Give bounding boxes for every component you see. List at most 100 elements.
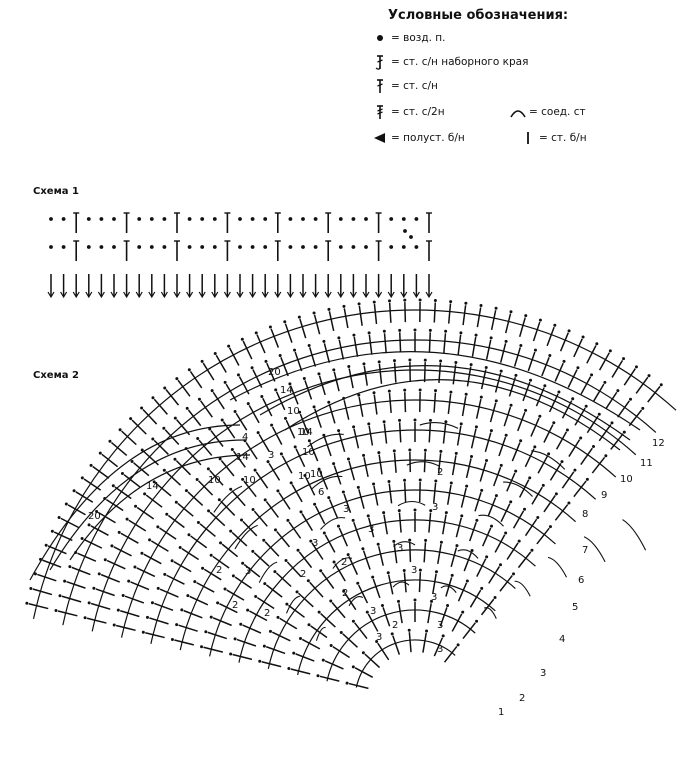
scheme1-chain [403,229,407,233]
scheme2-stitch-top [446,603,450,607]
scheme2-stitch [61,595,82,603]
scheme2-outer-arc [259,365,631,441]
scheme2-stitch-top [145,615,149,619]
scheme2-stitch-top [377,451,381,455]
scheme1-chain [112,217,116,221]
scheme1-arrow [375,291,383,299]
scheme2-stitch-top [408,448,412,452]
scheme2-stitch [111,441,128,457]
scheme2-stitch [554,362,564,382]
scheme2-stitch [422,632,427,653]
scheme2-join-arc [234,524,258,550]
scheme2-row-arc [32,309,677,620]
scheme2-row-arc [91,369,637,632]
scheme2-stitch-top [398,418,402,422]
scheme1-chain [288,245,293,249]
scheme2-stitch [475,398,482,419]
scheme2-stitch-top [262,644,266,648]
scheme2-stitch [338,432,346,452]
scheme2-stitch-top [321,658,325,662]
scheme2-stitch [121,430,137,446]
scheme2-stitch-top [548,525,552,529]
scheme2-stitch [460,487,467,508]
scheme2-stitch-top [346,457,350,461]
scheme2-row-number: 2 [519,693,525,704]
scheme2-stitch [481,527,492,547]
scheme2-stitch-top [80,476,84,480]
scheme2-join-arc [514,580,531,597]
legend-text-tr: = ст. с/2н [391,106,445,118]
scheme2-stitch-top [538,318,542,322]
scheme2-stitch-top [80,537,84,541]
scheme2-stitch-top [240,518,244,522]
scheme2-stitch-top [97,572,101,576]
scheme2-stitch [354,667,374,678]
scheme2-stitch-top [444,511,448,515]
scheme2-stitch-top [307,343,311,347]
scheme2-stitch [275,572,292,588]
scheme2-stitch [580,447,593,465]
scheme2-stitch-top [552,421,556,425]
scheme2-stitch [203,646,224,653]
scheme2-stitch [530,417,540,437]
scheme2-stitch [209,469,224,486]
scheme2-stitch [433,302,437,323]
scheme2-stitch [471,336,477,357]
scheme2-stitch [513,347,522,367]
scheme2-stitch [236,638,257,647]
scheme1-arrow [47,291,55,299]
scheme2-stitch [474,492,482,512]
scheme2-stitch-top [327,400,331,404]
scheme2-stitch-top [434,570,438,574]
scheme2-stitch-top [480,488,484,492]
scheme2-stitch-top [413,328,417,332]
scheme1-arrow [261,291,269,299]
scheme1-chain [409,235,413,239]
scheme2-stitch [368,425,374,446]
scheme1-chain [187,245,192,249]
scheme2-stitch-top [433,299,437,303]
scheme2-stitch [433,637,444,657]
scheme2-stitch-top [375,639,379,643]
scheme2-stitch-top [464,301,468,305]
scheme2-stitch-top [302,377,306,381]
scheme2-stitch-top [68,565,72,569]
scheme2-stitch-top [450,573,454,577]
scheme2-inner-number: 2 [300,569,306,580]
scheme2-stitch [285,419,296,439]
scheme2-stitch [75,491,94,503]
scheme2-stitch [324,534,336,553]
scheme2-stitch-top [418,568,422,572]
scheme2-row-number: 10 [620,474,633,485]
scheme2-stitch [187,491,204,506]
scheme2-stitch-top [329,599,333,603]
scheme2-stitch [466,366,472,387]
scheme1-chain [414,245,419,249]
scheme2-stitch [617,400,630,418]
scheme2-row-number: 3 [540,668,546,679]
scheme2-stitch-top [112,623,116,627]
scheme1-arrow [400,291,408,299]
scheme2-stitch [242,520,258,537]
scheme1-chain [200,245,205,249]
scheme2-stitch [331,602,346,619]
scheme2-stitch-top [284,558,288,562]
scheme1-chain [313,245,318,249]
scheme2-join-arc [406,461,440,467]
scheme2-stitch-top [499,369,503,373]
scheme2-stitch [220,500,236,516]
scheme2-stitch-top [494,494,498,498]
scheme2-stitch [338,527,349,547]
scheme2-stitch [212,391,225,410]
scheme2-stitch [189,595,209,606]
scheme2-stitch [255,471,269,489]
scheme2-stitch [623,368,636,386]
scheme2-stitch [258,433,270,452]
scheme2-stitch-top [260,394,264,398]
scheme2-stitch [289,385,299,405]
scheme2-stitch-top [312,405,316,409]
scheme2-stitch-top [246,402,250,406]
scheme2-stitch [452,364,457,385]
scheme1-chain [250,217,255,221]
scheme2-stitch-top [266,460,270,464]
